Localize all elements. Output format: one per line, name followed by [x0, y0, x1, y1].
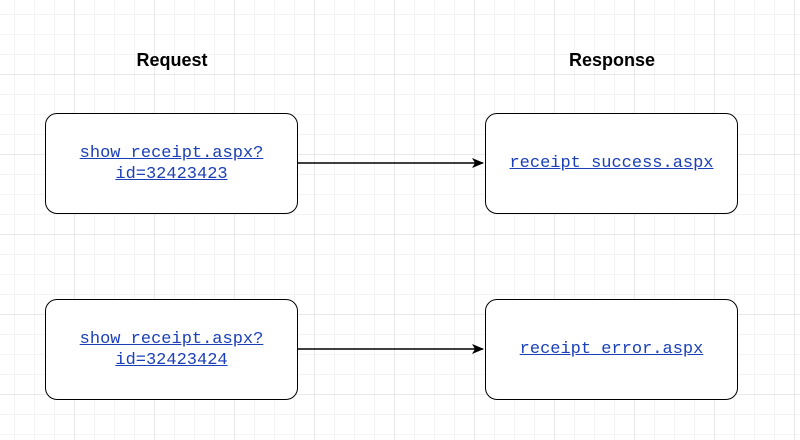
request-node-2[interactable]: show_receipt.aspx? id=32423424 [45, 299, 298, 400]
request-node-1[interactable]: show_receipt.aspx? id=32423423 [45, 113, 298, 214]
response-link-1[interactable]: receipt_success.aspx [509, 154, 714, 173]
response-link-2[interactable]: receipt_error.aspx [519, 340, 704, 359]
response-node-1[interactable]: receipt_success.aspx [485, 113, 738, 214]
response-column-heading: Response [568, 50, 656, 70]
request-link-1[interactable]: show_receipt.aspx? id=32423423 [79, 143, 264, 184]
response-node-2[interactable]: receipt_error.aspx [485, 299, 738, 400]
request-column-heading: Request [136, 50, 208, 70]
request-link-2[interactable]: show_receipt.aspx? id=32423424 [79, 329, 264, 370]
